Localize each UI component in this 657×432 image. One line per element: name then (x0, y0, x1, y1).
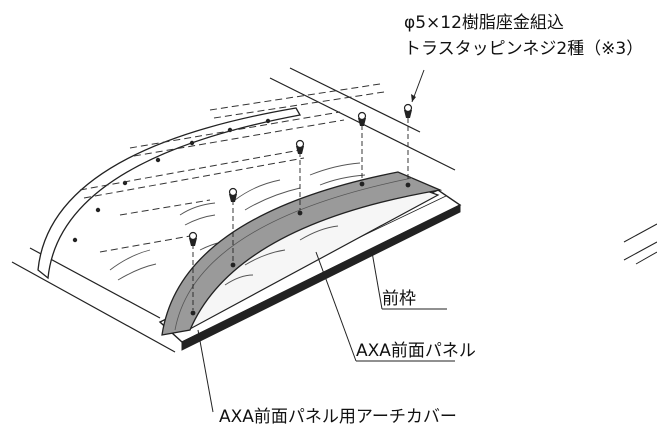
screw-label-line1: φ5×12樹脂座金組込 (404, 13, 564, 33)
screw (403, 103, 413, 188)
front-panel-leader (315, 251, 357, 362)
roof-line-left-outer (11, 261, 176, 353)
right-roof-fragment (623, 223, 657, 265)
screw (228, 187, 238, 268)
hidden-purlin-lines (79, 83, 385, 253)
front-frame-label: 前枠 (382, 289, 416, 309)
roof-line-top (289, 67, 421, 133)
screw (188, 231, 198, 316)
screw-assemblies (188, 103, 413, 316)
arch-cover-leader (197, 329, 214, 413)
screw (295, 139, 305, 216)
callout-labels: φ5×12樹脂座金組込 トラスタッピンネジ2種（※3） 前枠 AXA前面パネル … (219, 13, 643, 427)
screw (357, 111, 367, 187)
arch-support-rafter (37, 107, 302, 280)
leader-lines (197, 69, 455, 413)
front-panel-label: AXA前面パネル (356, 341, 476, 361)
arch-cover-label: AXA前面パネル用アーチカバー (219, 407, 457, 427)
front-frame-leader (371, 251, 383, 310)
arch-cover (161, 171, 443, 336)
screw-label-line2: トラスタッピンネジ2種（※3） (404, 39, 643, 59)
